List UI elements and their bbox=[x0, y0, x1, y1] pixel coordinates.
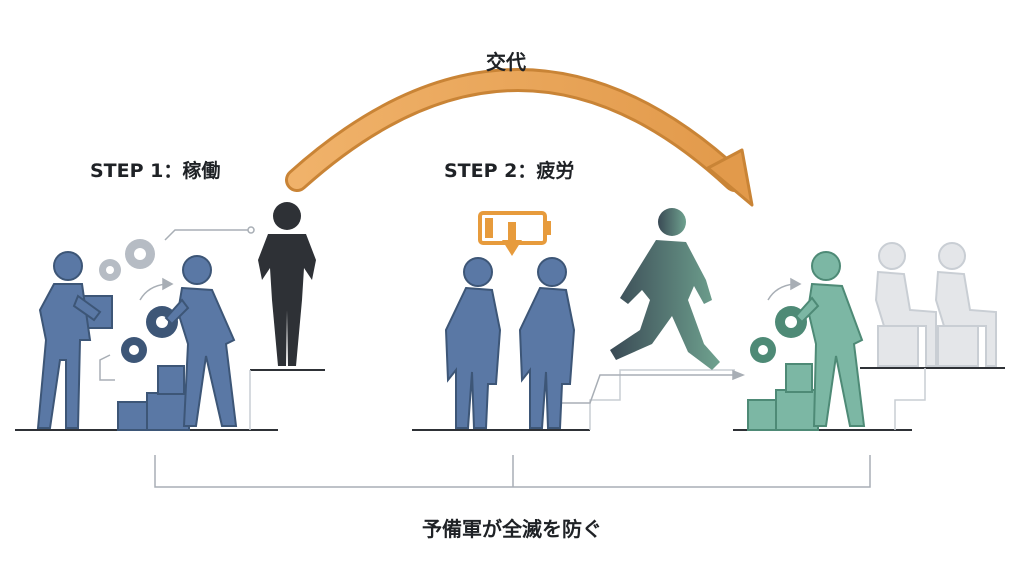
worker-with-gear bbox=[164, 255, 238, 427]
standby-worker bbox=[258, 202, 316, 366]
rotation-arc bbox=[285, 68, 754, 207]
walking-worker bbox=[610, 208, 720, 370]
tired-worker-right bbox=[518, 257, 576, 429]
connector-lines bbox=[99, 226, 802, 404]
rotation-label: 交代 bbox=[486, 50, 526, 74]
low-battery-icon bbox=[478, 211, 551, 256]
seated-reserve-workers bbox=[874, 242, 997, 367]
gear-icon bbox=[121, 306, 178, 363]
footer-caption: 予備軍が全滅を防ぐ bbox=[422, 517, 602, 541]
tired-worker-left bbox=[444, 257, 502, 429]
step-2-label: STEP 2：疲労 bbox=[444, 160, 575, 182]
gear-icon bbox=[99, 239, 155, 281]
footer-bracket bbox=[154, 455, 871, 488]
box-icon bbox=[747, 363, 819, 431]
fresh-worker bbox=[794, 251, 866, 427]
worker-carrying-box bbox=[36, 251, 102, 429]
curved-arrow-icon bbox=[706, 148, 754, 207]
stair-steps bbox=[249, 368, 926, 430]
down-arrow-icon bbox=[502, 222, 522, 256]
step-1-label: STEP 1：稼働 bbox=[90, 160, 221, 182]
